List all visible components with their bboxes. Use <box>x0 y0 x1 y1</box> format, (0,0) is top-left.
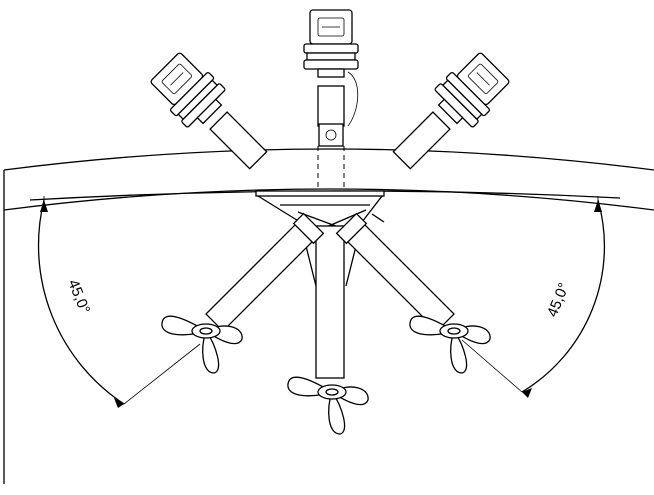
deployed-thruster-center <box>287 225 369 435</box>
stowed-thruster-center <box>303 9 359 147</box>
deployed-thruster-left <box>161 212 325 374</box>
dimension-right-label: 45,0° <box>544 280 573 319</box>
dimension-right: 45,0° <box>461 196 606 398</box>
hull-outline <box>3 148 654 484</box>
dimension-left-label: 45,0° <box>64 277 93 316</box>
deployed-thruster-right <box>335 212 491 374</box>
stowed-thruster-right <box>392 47 515 170</box>
stowed-thruster-left <box>145 47 268 170</box>
dimension-left: 45,0° <box>37 196 201 408</box>
